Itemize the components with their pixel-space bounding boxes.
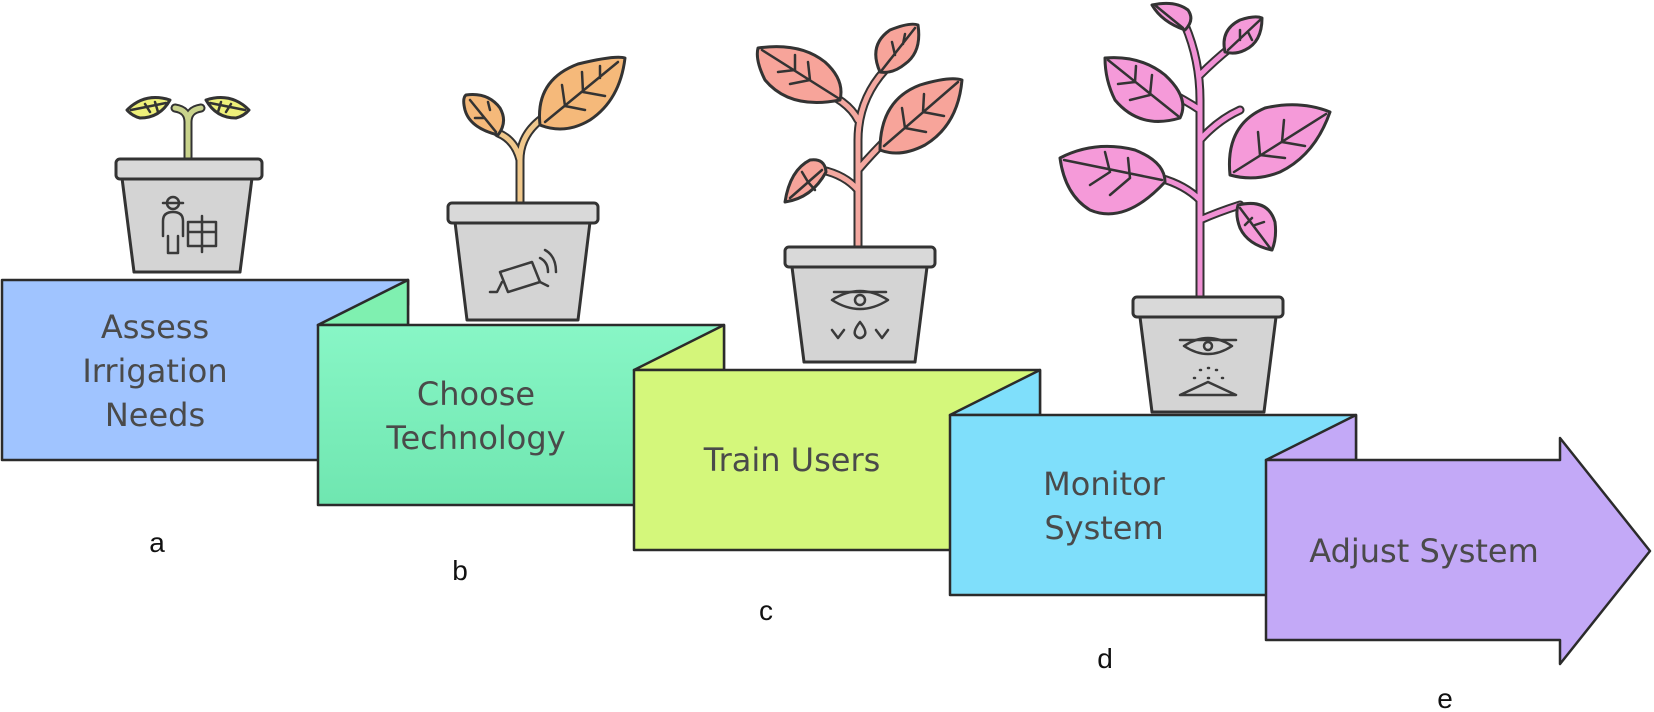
pot-train xyxy=(783,245,937,364)
step-adjust-letter: e xyxy=(1437,683,1453,712)
eye-water-drop-icon xyxy=(830,289,890,340)
step-technology-label-line-1: Choose xyxy=(417,375,535,413)
step-adjust-label: Adjust System xyxy=(1309,532,1539,570)
step-train-label-line-1: Train Users xyxy=(703,441,881,479)
plant-train xyxy=(755,22,964,255)
step-monitor-letter: d xyxy=(1097,643,1113,674)
step-technology-label-line-2: Technology xyxy=(385,419,565,457)
step-monitor-label-line-1: Monitor xyxy=(1043,465,1165,503)
plant-assess xyxy=(125,96,251,165)
leaf-train-lower-left xyxy=(783,158,828,204)
pot-monitor xyxy=(1131,295,1285,414)
step-monitor-label: Monitor System xyxy=(1043,465,1165,547)
step-adjust xyxy=(1264,436,1652,666)
stem-train xyxy=(812,67,901,253)
farmer-icon xyxy=(161,195,218,255)
security-camera-icon xyxy=(488,248,558,294)
step-assess-label-line-1: Assess xyxy=(101,308,209,346)
step-technology-letter: b xyxy=(452,555,468,586)
step-monitor-label-line-2: System xyxy=(1044,509,1163,547)
arrow-icon xyxy=(1264,436,1652,666)
stem-assess xyxy=(172,105,204,163)
leaf-monitor-left xyxy=(1058,144,1167,216)
step-train-letter: c xyxy=(759,595,773,626)
leaf-monitor-right xyxy=(1227,103,1332,180)
step-assess-label-line-3: Needs xyxy=(105,396,205,434)
step-assess-letter: a xyxy=(149,527,165,558)
eye-sprinkler-icon xyxy=(1178,336,1238,397)
pot-technology xyxy=(446,201,600,322)
plant-technology xyxy=(462,55,627,210)
step-adjust-label-line-1: Adjust System xyxy=(1309,532,1539,570)
stem-monitor xyxy=(1157,22,1243,303)
step-technology-label: Choose Technology xyxy=(385,375,565,457)
step-assess-label-line-2: Irrigation xyxy=(82,352,227,390)
plant-monitor xyxy=(1058,1,1332,305)
step-train-label: Train Users xyxy=(703,441,881,479)
step-assess-label: Assess Irrigation Needs xyxy=(82,308,227,434)
pot-assess xyxy=(114,157,264,274)
